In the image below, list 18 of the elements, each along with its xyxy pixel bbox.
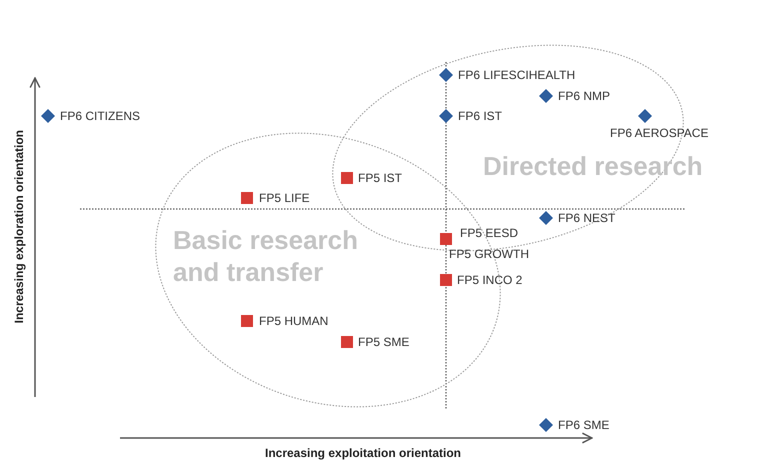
point-label: FP6 AEROSPACE [610, 126, 708, 140]
point-label: FP5 EESD [460, 226, 518, 240]
point-label: FP5 SME [358, 335, 410, 349]
region-label: Directed research [483, 150, 704, 183]
axis-title: Increasing exploitation orientation [264, 445, 462, 461]
point-label: FP6 NEST [558, 211, 616, 225]
point-label: FP6 LIFESCIHEALTH [458, 68, 576, 82]
point-label: FP5 GROWTH [449, 247, 529, 261]
point-label: FP6 CITIZENS [60, 109, 140, 123]
point-label: FP6 SME [558, 418, 610, 432]
point-label: FP5 LIFE [259, 191, 310, 205]
axis-title: Increasing exploration orientation [11, 130, 27, 324]
point-label: FP6 IST [458, 109, 502, 123]
point-label: FP5 INCO 2 [457, 273, 522, 287]
point-label: FP5 HUMAN [259, 314, 328, 328]
point-label: FP5 IST [358, 171, 402, 185]
region-label: Basic research and transfer [173, 224, 360, 288]
point-label: FP6 NMP [558, 89, 610, 103]
